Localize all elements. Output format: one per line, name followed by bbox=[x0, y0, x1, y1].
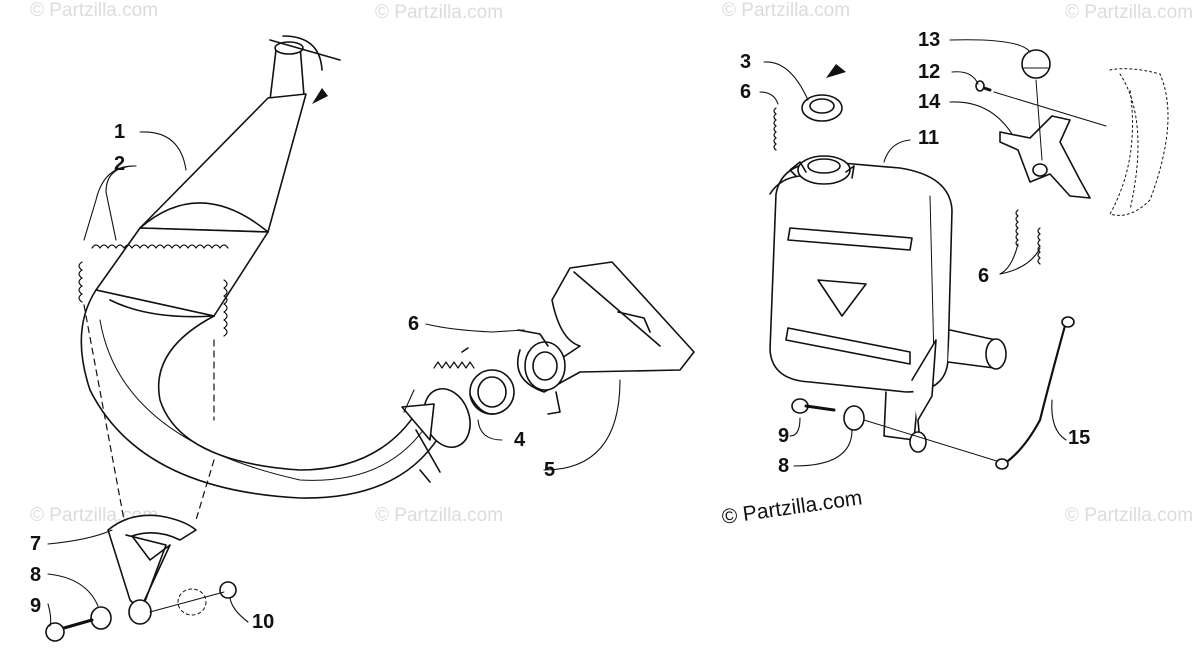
ring-and-manifold bbox=[433, 261, 695, 415]
grommet bbox=[801, 64, 846, 122]
watermark: © Partzilla.com bbox=[722, 0, 851, 21]
hanger-bracket bbox=[45, 514, 237, 642]
leader-lines-left bbox=[47, 131, 621, 627]
leader-lines-right bbox=[759, 39, 1067, 467]
callout-4: 4 bbox=[514, 429, 526, 451]
callout-8-left: 8 bbox=[30, 564, 42, 586]
callout-2: 2 bbox=[114, 153, 126, 175]
callout-7: 7 bbox=[30, 533, 42, 555]
watermark: © Partzilla.com bbox=[1065, 505, 1194, 526]
callout-6-upper: 6 bbox=[740, 81, 752, 103]
muffler bbox=[769, 155, 1007, 453]
expansion-chamber bbox=[78, 35, 471, 521]
frame-edge bbox=[1109, 68, 1169, 216]
watermark: © Partzilla.com bbox=[375, 2, 504, 23]
watermark: © Partzilla.com bbox=[1065, 2, 1194, 23]
callout-6-left: 6 bbox=[408, 313, 420, 335]
callout-10: 10 bbox=[252, 611, 275, 633]
watermark: © Partzilla.com bbox=[375, 505, 504, 526]
callout-1: 1 bbox=[114, 121, 126, 143]
callout-3: 3 bbox=[740, 51, 752, 73]
mount-hardware-right bbox=[791, 398, 1001, 463]
callout-9-left: 9 bbox=[30, 595, 42, 617]
upper-bracket bbox=[975, 49, 1107, 199]
callout-14: 14 bbox=[918, 91, 941, 113]
ground-strap bbox=[995, 316, 1075, 470]
callout-15: 15 bbox=[1068, 427, 1091, 449]
callout-8-right: 8 bbox=[778, 455, 790, 477]
callout-11: 11 bbox=[918, 127, 940, 149]
callout-13: 13 bbox=[918, 29, 941, 51]
callout-6-right: 6 bbox=[978, 265, 990, 287]
callout-9-right: 9 bbox=[778, 425, 790, 447]
callout-12: 12 bbox=[918, 61, 941, 83]
springs-right bbox=[773, 107, 1041, 265]
callout-5: 5 bbox=[544, 459, 556, 481]
watermark: © Partzilla.com bbox=[30, 0, 159, 21]
